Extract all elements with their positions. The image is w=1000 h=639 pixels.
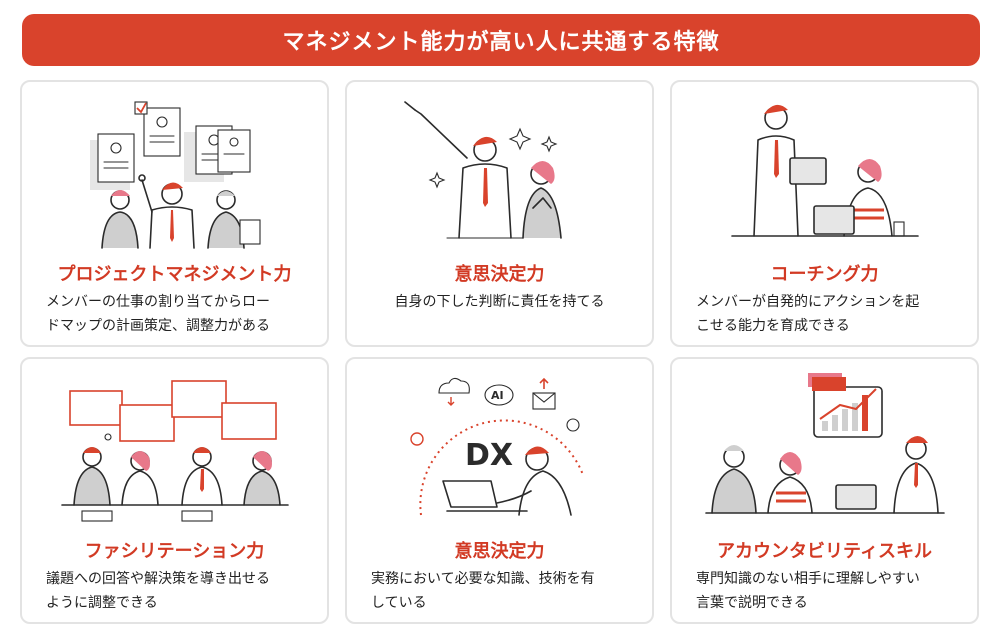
decision-making-illustration [404,101,562,239]
card-title: プロジェクトマネジメント力 [57,264,292,285]
card-title: コーチング力 [770,264,879,285]
card-dx-knowledge: DX AI 意思決定力 実務において必要な知識、技術を有 している [345,357,654,624]
dx-illustration: DX AI [410,377,584,516]
accountability-illustration [705,373,945,514]
card-title: ファシリテーション力 [84,541,265,562]
card-coaching: コーチング力 メンバーが自発的にアクションを起 こせる能力を育成できる [670,80,979,347]
coaching-illustration [731,104,919,237]
card-description: 議題への回答や解決策を導き出せる ように調整できる [46,571,270,611]
header-banner: マネジメント能力が高い人に共通する特徴 [22,14,980,66]
card-facilitation: ファシリテーション力 議題への回答や解決策を導き出せる ように調整できる [20,357,329,624]
card-title: アカウンタビリティスキル [717,541,932,562]
facilitation-illustration [61,380,289,522]
project-management-illustration [90,101,261,249]
card-accountability: アカウンタビリティスキル 専門知識のない相手に理解しやすい 言葉で説明できる [670,357,979,624]
card-description: 専門知識のない相手に理解しやすい 言葉で説明できる [696,571,920,611]
card-title: 意思決定力 [454,541,545,562]
page-title: マネジメント能力が高い人に共通する特徴 [282,30,720,55]
ai-label: AI [491,389,504,402]
card-description: 自身の下した判断に責任を持てる [394,294,605,310]
card-description: メンバーが自発的にアクションを起 こせる能力を育成できる [696,294,920,334]
card-project-management: プロジェクトマネジメント力 メンバーの仕事の割り当てからロー ドマップの計画策定… [20,80,329,347]
dx-label: DX [465,438,513,473]
card-title: 意思決定力 [454,264,545,285]
card-decision-making: 意思決定力 自身の下した判断に責任を持てる [345,80,654,347]
card-description: メンバーの仕事の割り当てからロー ドマップの計画策定、調整力がある [46,294,270,334]
card-description: 実務において必要な知識、技術を有 している [371,571,595,611]
